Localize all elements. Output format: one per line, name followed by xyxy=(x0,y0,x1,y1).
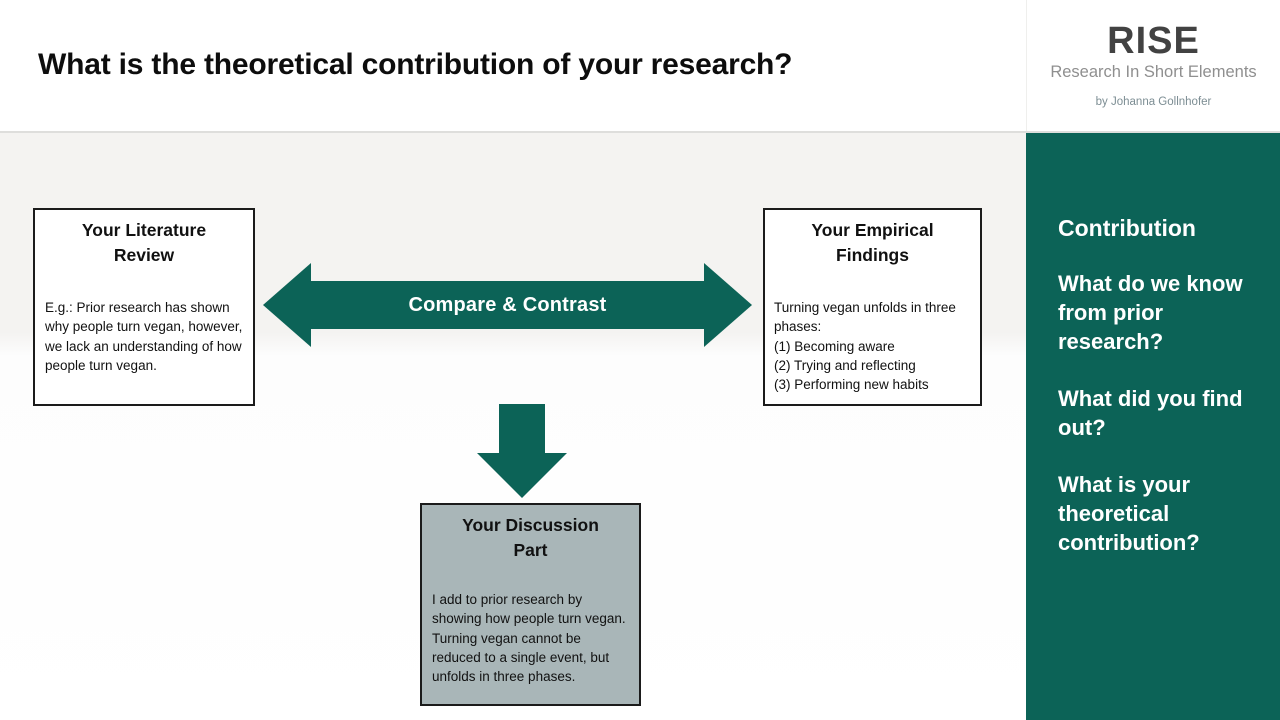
sidebar-heading: Contribution xyxy=(1058,215,1196,241)
empirical-findings-box-title: Your Empirical Findings xyxy=(811,220,934,266)
slide-title: What is the theoretical contribution of … xyxy=(38,48,793,81)
down-arrow-head-icon xyxy=(477,453,567,498)
discussion-part-box-body: I add to prior research by showing how p… xyxy=(432,592,626,685)
rise-logo-byline: by Johanna Gollnhofer xyxy=(1095,95,1212,108)
discussion-part-box-title: Your Discussion Part xyxy=(462,515,599,561)
compare-contrast-label: Compare & Contrast xyxy=(408,293,607,316)
sidebar-question: What do we know from prior research? xyxy=(1058,271,1243,355)
discussion-part-box: Your Discussion Part I add to prior rese… xyxy=(420,503,641,706)
slide-header: What is the theoretical contribution of … xyxy=(0,0,1280,133)
down-arrow-shaft xyxy=(499,404,545,453)
sidebar-question: What did you find out? xyxy=(1058,386,1243,441)
sidebar-question: What is your theoretical contribution? xyxy=(1058,472,1200,556)
compare-contrast-arrow-shaft: Compare & Contrast xyxy=(311,281,704,329)
literature-review-box-title: Your Literature Review xyxy=(81,220,207,266)
empirical-body-line: (2) Trying and reflecting xyxy=(774,357,916,373)
rise-logo: RISE Research In Short Elements by Johan… xyxy=(1026,0,1280,131)
contribution-sidebar: Contribution What do we know from prior … xyxy=(1026,133,1280,720)
rise-logo-subtitle: Research In Short Elements xyxy=(1050,62,1257,81)
compare-contrast-arrow: Compare & Contrast xyxy=(263,263,752,347)
arrow-right-head-icon xyxy=(704,263,752,347)
literature-review-box-body: E.g.: Prior research has shown why peopl… xyxy=(45,300,243,373)
empirical-body-line: Turning vegan unfolds in three phases: xyxy=(774,300,956,335)
empirical-body-line: (1) Becoming aware xyxy=(774,338,895,354)
diagram-canvas: Your Literature Review E.g.: Prior resea… xyxy=(0,133,1026,720)
down-arrow xyxy=(477,404,567,498)
empirical-findings-box: Your Empirical Findings Turning vegan un… xyxy=(763,208,982,406)
rise-logo-name: RISE xyxy=(1107,20,1200,62)
empirical-body-line: (3) Performing new habits xyxy=(774,377,929,393)
empirical-findings-box-body: Turning vegan unfolds in three phases: (… xyxy=(774,298,974,394)
arrow-left-head-icon xyxy=(263,263,311,347)
literature-review-box: Your Literature Review E.g.: Prior resea… xyxy=(33,208,255,406)
